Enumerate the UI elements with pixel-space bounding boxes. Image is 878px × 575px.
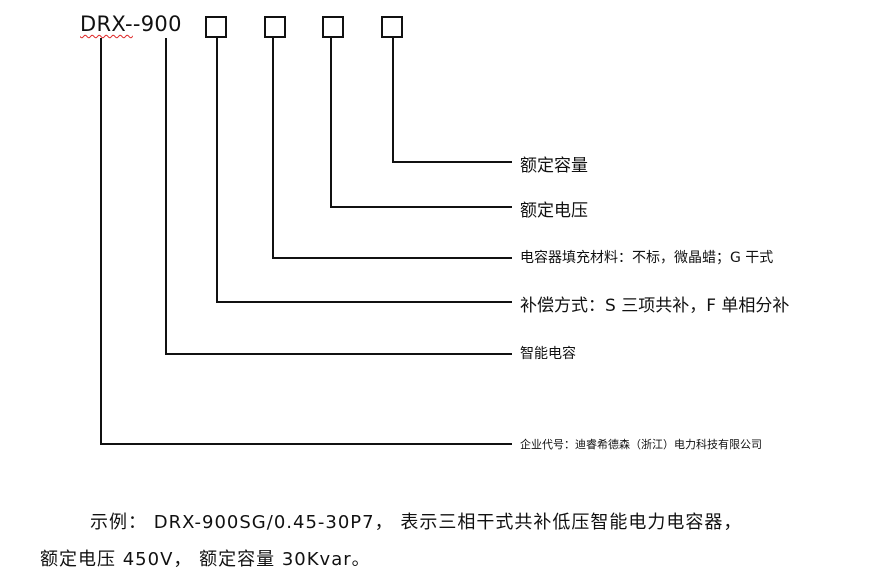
example-line-1: 示例： DRX-900SG/0.45-30P7， 表示三相干式共补低压智能电力电… (90, 512, 743, 533)
label-company-code: 企业代号：迪睿希德森（浙江）电力科技有限公司 (520, 438, 762, 451)
placeholder-box-capacity (381, 16, 403, 38)
label-filling-material: 电容器填充材料：不标，微晶蜡；G 干式 (520, 250, 774, 266)
leader-line-compensation (216, 38, 218, 303)
placeholder-box-filling (264, 16, 286, 38)
leader-line-filling (272, 38, 274, 259)
leader-line-smart (165, 38, 167, 355)
label-rated-voltage: 额定电压 (520, 201, 588, 221)
leader-line-capacity-h (392, 161, 512, 163)
example-line-2: 额定电压 450V， 额定容量 30Kvar。 (40, 549, 371, 570)
leader-line-company-h (100, 443, 512, 445)
leader-line-filling-h (272, 257, 512, 259)
leader-line-voltage (330, 38, 332, 208)
model-prefix: DRX- (80, 12, 133, 36)
placeholder-box-voltage (322, 16, 344, 38)
model-series: -900 (132, 12, 182, 36)
model-code: DRX--900 (80, 12, 182, 36)
leader-line-smart-h (165, 353, 512, 355)
leader-line-compensation-h (216, 301, 512, 303)
leader-line-voltage-h (330, 206, 512, 208)
label-smart-capacitor: 智能电容 (520, 346, 576, 362)
leader-line-capacity (392, 38, 394, 163)
placeholder-box-compensation (205, 16, 227, 38)
label-rated-capacity: 额定容量 (520, 156, 588, 176)
label-compensation-mode: 补偿方式：S 三项共补，F 单相分补 (520, 296, 790, 316)
leader-line-company (100, 38, 102, 445)
